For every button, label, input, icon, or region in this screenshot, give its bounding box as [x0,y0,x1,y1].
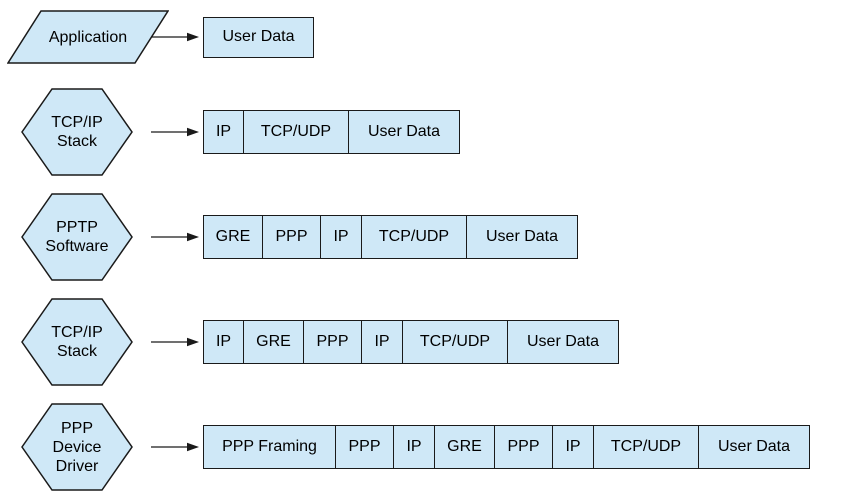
stage-outline [21,193,133,281]
stage-label-line: PPTP [56,219,98,236]
packet-cell: TCP/UDP [244,110,349,154]
stage-outline [21,88,133,176]
packet-cell: User Data [467,215,578,259]
stage-label: TCP/IP Stack [51,113,103,151]
stage-shape-hexagon: PPTP Software [21,193,133,281]
right-arrow-icon [151,127,199,137]
stage-label-line: Software [45,238,109,255]
stage-label: PPTP Software [45,218,108,256]
stage-shape-hexagon: TCP/IP Stack [21,298,133,386]
packet-cell: PPP [336,425,394,469]
right-arrow-icon [151,232,199,242]
packet-cell: GRE [435,425,495,469]
packet-cell: IP [362,320,403,364]
stage-label-line: TCP/IP [51,114,103,131]
packet-cell: GRE [203,215,263,259]
packet-cell: PPP [495,425,553,469]
right-arrow-icon [151,337,199,347]
packet-cell: IP [553,425,594,469]
packet-cell: User Data [508,320,619,364]
stage-outline [21,403,133,491]
packet-cell: PPP [304,320,362,364]
stage-polygon [21,88,133,176]
packet-cell: User Data [699,425,810,469]
packet-cell: TCP/UDP [403,320,508,364]
packet-cell: TCP/UDP [594,425,699,469]
stage-label-line: Driver [55,457,99,475]
stage-label: Application [49,28,127,47]
stage-polygon [7,10,169,64]
stage-label-line: Stack [56,343,97,360]
stage-shape-parallelogram: Application [7,10,169,64]
packet-strip: User Data [203,16,314,58]
stage-label: TCP/IP Stack [51,323,103,361]
right-arrow-icon [151,32,199,42]
stage-label-line: Stack [56,133,97,150]
stage-polygon [21,403,133,491]
stage-polygon [21,193,133,281]
packet-cell: TCP/UDP [362,215,467,259]
stage-label-line: PPP [60,419,93,437]
stage-label-line: Device [52,438,102,456]
packet-cell: PPP Framing [203,425,336,469]
stage-shape-hexagon: TCP/IP Stack [21,88,133,176]
stage-outline [7,10,169,64]
right-arrow-icon [151,442,199,452]
packet-cell: IP [394,425,435,469]
packet-cell: User Data [203,16,314,58]
stage-label-line: TCP/IP [51,324,103,341]
stage-polygon [21,298,133,386]
packet-cell: IP [203,320,244,364]
stage-outline [21,298,133,386]
packet-cell: PPP [263,215,321,259]
packet-cell: IP [321,215,362,259]
packet-cell: User Data [349,110,460,154]
packet-cell: IP [203,110,244,154]
packet-cell: GRE [244,320,304,364]
stage-label-line: Application [48,28,128,46]
